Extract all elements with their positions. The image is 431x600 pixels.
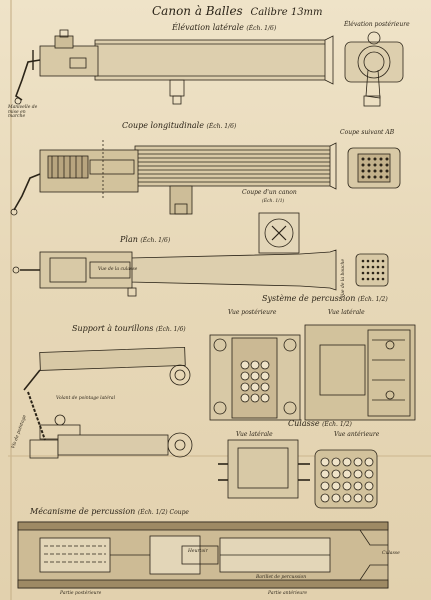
mecanisme-percussion-drawing bbox=[17, 521, 389, 589]
label-barillet: Barillet de percussion bbox=[256, 575, 307, 580]
elevation-laterale-drawing bbox=[14, 29, 334, 105]
label-manivelle: Manivelle de mise en marche bbox=[8, 105, 38, 119]
label-vue-laterale: Vue latérale bbox=[328, 309, 365, 316]
coupe-canon-drawing bbox=[258, 212, 300, 254]
label-elevation-laterale: Élévation latérale (Éch. 1/6) bbox=[172, 23, 277, 32]
label-vue-culasse-small: Vue de la culasse bbox=[98, 267, 138, 272]
support-tourillons-drawing bbox=[23, 346, 193, 459]
label-culasse: Culasse (Éch. 1/2) bbox=[288, 419, 352, 428]
vue-bouche-drawing bbox=[355, 253, 389, 287]
title-caliber: Calibre 13mm bbox=[250, 7, 323, 18]
fold-crease-horizontal bbox=[8, 455, 431, 457]
label-vue-laterale-culasse: Vue latérale bbox=[236, 431, 273, 438]
plan-drawing bbox=[12, 249, 337, 297]
label-mecanisme-percussion: Mécanisme de percussion (Éch. 1/2) Coupe bbox=[30, 507, 189, 516]
label-heurtoir: Heurtoir bbox=[188, 549, 208, 554]
title-main: Canon à Balles bbox=[152, 4, 243, 18]
label-coupe-canon: Coupe d'un canon bbox=[242, 189, 297, 196]
label-partie-anterieure: Partie antérieure bbox=[268, 591, 308, 596]
drawing-title: Canon à Balles Calibre 13mm bbox=[152, 5, 323, 18]
label-support-tourillons: Support à tourillons (Éch. 1/6) bbox=[72, 324, 186, 333]
label-systeme-percussion: Système de percussion (Éch. 1/2) bbox=[262, 294, 388, 303]
label-coupe-ab: Coupe suivant AB bbox=[340, 129, 395, 136]
coupe-longitudinale-drawing bbox=[10, 140, 337, 216]
label-vue-anterieure: Vue antérieure bbox=[334, 431, 380, 438]
label-volant-pointage: Volant de pointage latéral bbox=[56, 396, 116, 401]
label-vue-posterieure: Vue postérieure bbox=[228, 309, 277, 316]
elevation-posterieure-drawing bbox=[344, 31, 404, 107]
coupe-ab-drawing bbox=[347, 147, 401, 189]
label-vue-bouche: Vue de la bouche bbox=[341, 258, 346, 298]
label-elevation-posterieure: Élévation postérieure bbox=[344, 21, 410, 28]
systeme-percussion-drawing bbox=[209, 324, 416, 421]
label-coupe-longitudinale: Coupe longitudinale (Éch. 1/6) bbox=[122, 121, 237, 130]
label-coupe-canon-scale: (Éch. 1/1) bbox=[262, 199, 285, 204]
label-plan: Plan (Éch. 1/6) bbox=[120, 235, 171, 244]
culasse-drawing bbox=[218, 439, 378, 509]
label-culasse-bottom: Culasse bbox=[382, 551, 400, 556]
fold-crease-left bbox=[10, 0, 12, 600]
label-partie-posterieure: Partie postérieure bbox=[60, 591, 102, 596]
